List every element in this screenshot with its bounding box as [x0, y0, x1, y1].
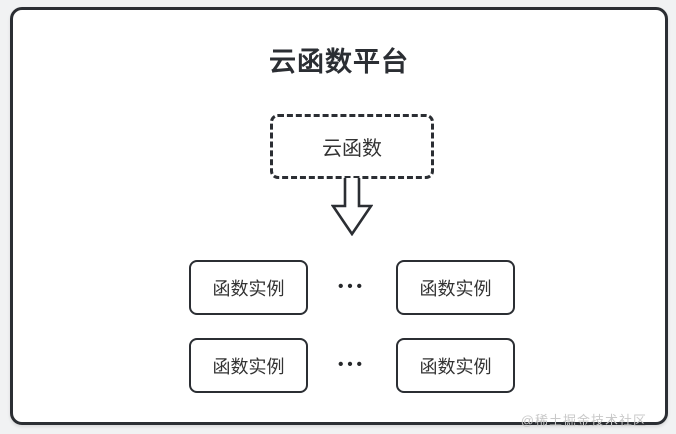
function-instance-label: 函数实例 [419, 278, 492, 299]
watermark: @稀土掘金技术社区 [520, 413, 647, 428]
function-instance-label: 函数实例 [419, 356, 492, 377]
diagram-title: 云函数平台 [269, 47, 409, 77]
function-instance-label: 函数实例 [212, 278, 285, 299]
function-instance-box: 函数实例 [396, 338, 515, 393]
cloud-function-label: 云函数 [322, 138, 382, 160]
cloud-function-box: 云函数 [270, 114, 434, 179]
function-instance-label: 函数实例 [212, 356, 285, 377]
diagram-frame: 云函数平台 云函数 函数实例 ••• 函数实例 函数实例 ••• 函数实例 @稀… [10, 7, 668, 428]
function-instance-box: 函数实例 [189, 260, 308, 315]
ellipsis-dots: ••• [338, 278, 366, 295]
ellipsis-dots: ••• [338, 356, 366, 373]
function-instance-box: 函数实例 [396, 260, 515, 315]
down-arrow-icon [331, 178, 373, 236]
function-instance-box: 函数实例 [189, 338, 308, 393]
